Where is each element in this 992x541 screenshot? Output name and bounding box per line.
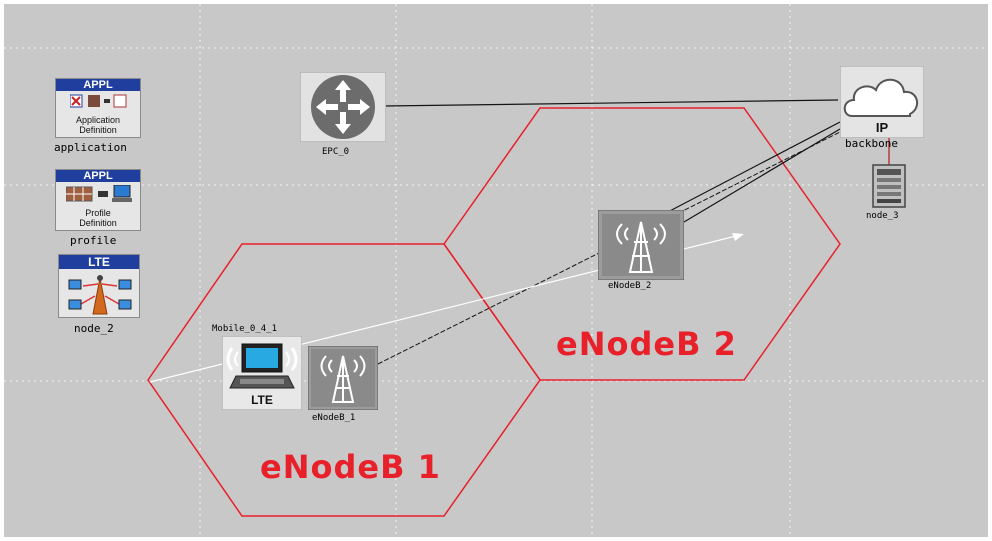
server-icon [872, 164, 906, 208]
enodeb-1-node[interactable] [307, 345, 379, 411]
mobile-label: Mobile_0_4_1 [212, 324, 278, 334]
profile-header-text: APPL [56, 170, 140, 182]
lte-config-label: node_2 [74, 322, 114, 335]
lte-config-icon: LTE [58, 254, 140, 318]
profile-definition-icon: APPL Profile Definition [55, 169, 141, 231]
canvas-grid [4, 4, 988, 537]
cloud-icon [839, 65, 925, 139]
appl-line-2: Definition [79, 125, 117, 135]
epc-node[interactable] [299, 71, 387, 143]
server-label: node_3 [866, 211, 899, 221]
lte-tower-icon [68, 275, 132, 315]
appl-header-text: APPL [56, 79, 140, 91]
application-definition-icon: APPL Application Definition [55, 78, 141, 138]
cell-2-label: eNodeB 2 [556, 325, 737, 363]
link-enodeb2-backbone-a[interactable] [663, 121, 841, 215]
appl-line-1: Application [75, 115, 121, 125]
ip-backbone-node[interactable]: IP [839, 65, 925, 139]
mobile-badge: LTE [251, 393, 273, 407]
cell-tower-icon [597, 209, 685, 281]
lte-config-node[interactable]: LTE [58, 254, 140, 318]
lte-header-text: LTE [59, 255, 139, 269]
link-enodeb2-backbone-b[interactable] [683, 128, 841, 223]
link-enodeb1-backbone[interactable] [377, 131, 841, 365]
app-glyphs-icon [70, 94, 127, 108]
profile-label: profile [70, 234, 117, 247]
mobile-node[interactable]: LTE [221, 335, 303, 411]
laptop-icon [221, 335, 303, 411]
enodeb-2-label: eNodeB_2 [608, 281, 652, 291]
cell-1-label: eNodeB 1 [260, 448, 441, 486]
server-node[interactable] [872, 164, 906, 208]
router-icon [299, 71, 387, 143]
profile-definition-node[interactable]: APPL Profile Definition [55, 169, 141, 231]
application-definition-node[interactable]: APPL Application Definition [55, 78, 141, 138]
cell-tower-icon [307, 345, 379, 411]
link-epc-backbone[interactable] [383, 99, 839, 107]
ip-badge: IP [875, 120, 889, 135]
backbone-label: backbone [845, 137, 898, 150]
network-canvas[interactable]: APPL Application Definition application … [4, 4, 988, 537]
cell-2-hexagon[interactable] [443, 107, 841, 381]
application-label: application [54, 141, 127, 154]
epc-label: EPC_0 [322, 147, 350, 157]
profile-line-2: Definition [79, 218, 117, 228]
profile-line-1: Profile [85, 208, 111, 218]
trajectory-arrowhead [732, 233, 744, 241]
profile-glyphs-icon [66, 185, 132, 202]
enodeb-2-node[interactable] [597, 209, 685, 281]
enodeb-1-label: eNodeB_1 [312, 413, 356, 423]
